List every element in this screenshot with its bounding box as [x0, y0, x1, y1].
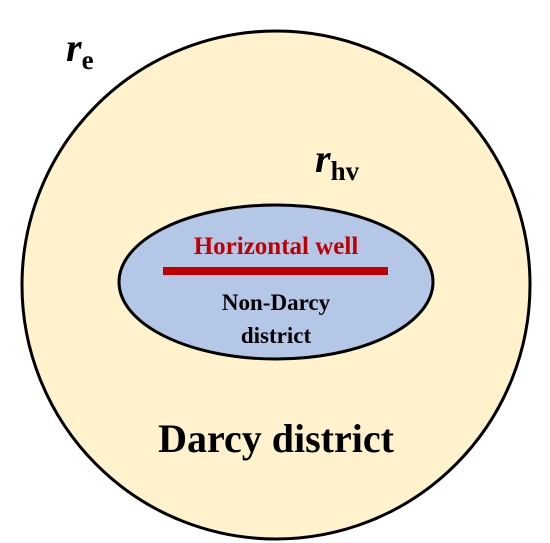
horizontal-well-label: Horizontal well: [194, 233, 359, 260]
darcy-district-label: Darcy district: [158, 416, 395, 461]
inner-radius-subscript: hv: [331, 156, 360, 186]
outer-radius-subscript: e: [82, 45, 94, 75]
inner-radius-label: rhv: [315, 136, 360, 186]
inner-ellipse-rhv: [117, 203, 435, 361]
non-darcy-label-line1: Non-Darcy: [222, 290, 331, 315]
outer-radius-label: re: [66, 25, 94, 75]
outer-radius-symbol: r: [66, 25, 82, 70]
non-darcy-label-line2: district: [241, 323, 312, 348]
inner-radius-symbol: r: [315, 136, 331, 181]
